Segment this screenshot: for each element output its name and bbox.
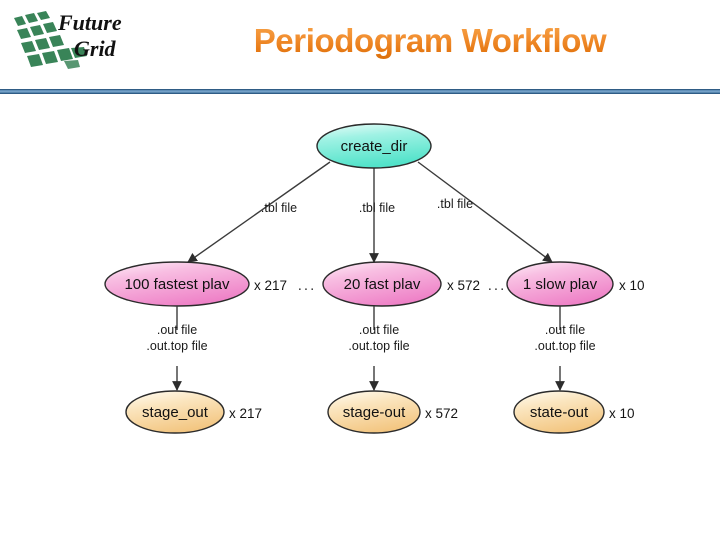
node-1-slow-plav[interactable]: 1 slow plav	[506, 261, 614, 307]
edge-label-out-3: .out file	[545, 323, 585, 337]
multiplier-1-slow-plav: x 10	[619, 278, 645, 293]
edges-root-to-middle	[187, 161, 553, 263]
node-create-dir-shape[interactable]	[316, 123, 432, 169]
futuregrid-logo: Future Grid	[8, 4, 140, 80]
ellipsis-separator-1: ...	[298, 277, 317, 294]
node-100-fastest-plav-label: 100 fastest plav	[124, 276, 230, 293]
multiplier-state-out-3: x 10	[609, 406, 635, 421]
logo-line-grid: Grid	[74, 36, 117, 61]
node-stage-out-2-shape[interactable]	[327, 390, 421, 434]
node-100-fastest-plav[interactable]: 100 fastest plav	[104, 261, 250, 307]
page-title: Periodogram Workflow	[150, 22, 710, 60]
edge-label-tbl-3: .tbl file	[437, 197, 473, 211]
node-20-fast-plav[interactable]: 20 fast plav	[322, 261, 442, 307]
edge-label-out-2: .out file	[359, 323, 399, 337]
node-stage-out-1-shape[interactable]	[125, 390, 225, 434]
node-stage-out-1-label: stage_out	[142, 404, 209, 421]
header-divider	[0, 89, 720, 94]
logo-wordmark: Future Grid	[57, 10, 122, 61]
slide-header: Future Grid Periodogram Workflow	[0, 0, 720, 94]
edge-root-to-100fastest	[187, 161, 331, 263]
multiplier-stage-out-1: x 217	[229, 406, 262, 421]
node-20-fast-plav-shape[interactable]	[322, 261, 442, 307]
logo-line-future: Future	[57, 10, 122, 35]
edge-label-outtop-3: .out.top file	[534, 339, 595, 353]
edge-root-to-1slow	[417, 161, 553, 263]
ellipsis-separator-2: ...	[488, 277, 507, 294]
multiplier-stage-out-2: x 572	[425, 406, 458, 421]
periodogram-workflow-diagram: .tbl file .tbl file .tbl file create_dir…	[0, 94, 720, 540]
edge-label-outtop-2: .out.top file	[348, 339, 409, 353]
node-state-out-3[interactable]: state-out	[513, 390, 605, 434]
edges-middle-to-bottom	[172, 306, 565, 391]
node-stage-out-2[interactable]: stage-out	[327, 390, 421, 434]
node-stage-out-2-label: stage-out	[343, 404, 406, 421]
node-create-dir[interactable]: create_dir	[316, 123, 432, 169]
edge-label-tbl-2: .tbl file	[359, 201, 395, 215]
node-create-dir-label: create_dir	[341, 138, 408, 155]
node-state-out-3-shape[interactable]	[513, 390, 605, 434]
edge-label-tbl-1: .tbl file	[261, 201, 297, 215]
logo-mesh-icon	[14, 11, 87, 69]
edge-label-outtop-1: .out.top file	[146, 339, 207, 353]
node-20-fast-plav-label: 20 fast plav	[344, 276, 421, 293]
multiplier-20-fast-plav: x 572	[447, 278, 480, 293]
node-1-slow-plav-label: 1 slow plav	[523, 276, 598, 293]
node-stage-out-1[interactable]: stage_out	[125, 390, 225, 434]
node-state-out-3-label: state-out	[530, 404, 589, 421]
multiplier-100-fastest-plav: x 217	[254, 278, 287, 293]
edge-label-out-1: .out file	[157, 323, 197, 337]
